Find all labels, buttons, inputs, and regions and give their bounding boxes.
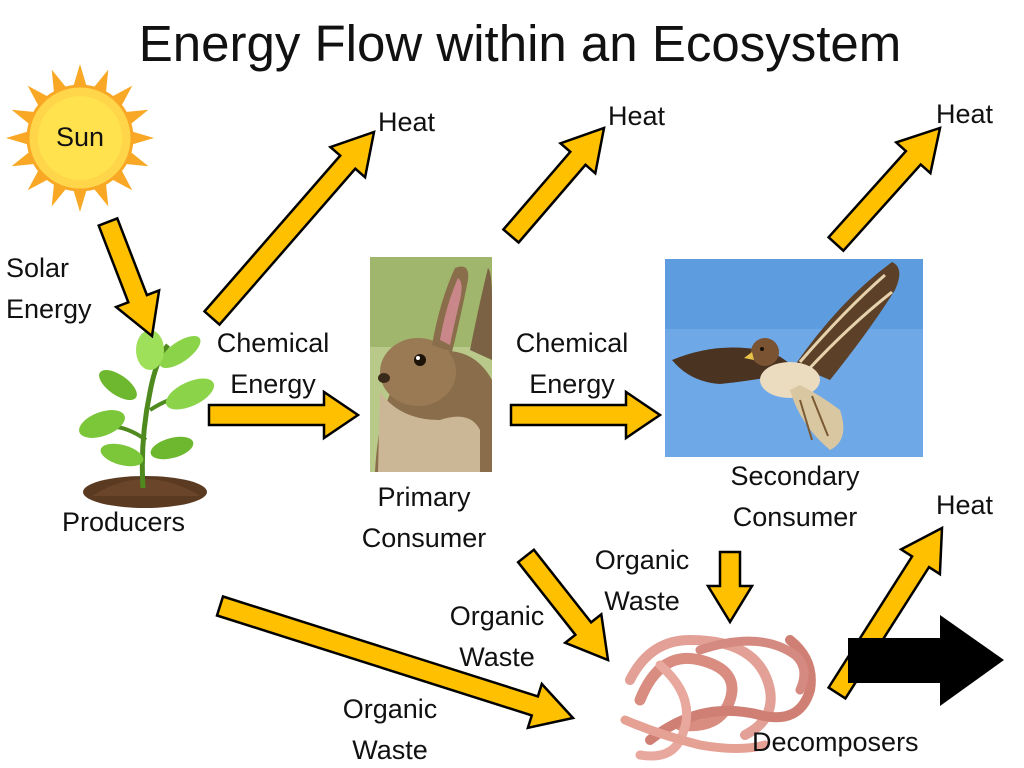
heat-label: Heat <box>608 101 666 131</box>
black-arrow <box>848 615 1004 706</box>
sun-ray <box>129 130 154 146</box>
worms-icon <box>620 634 816 761</box>
organic-waste-arrow <box>215 594 576 730</box>
primary-consumer-label: Primary Consumer <box>361 482 487 553</box>
producers-label: Producers <box>62 507 186 537</box>
chemical-energy-label: Chemical Energy <box>216 328 330 399</box>
organic-waste-arrow <box>705 550 755 625</box>
heat-label: Heat <box>936 99 994 129</box>
heat-arrow <box>202 130 376 327</box>
chemical-energy-label: Chemical Energy <box>515 328 629 399</box>
sun-label: Sun <box>55 122 105 152</box>
heat-arrow <box>826 126 942 253</box>
chemical-energy-arrow <box>207 389 361 441</box>
chemical-energy-arrow <box>509 389 663 441</box>
organic-waste-label: Organic Waste <box>594 545 690 616</box>
secondary-consumer-label: Secondary Consumer <box>730 461 860 532</box>
sun-ray <box>6 130 31 146</box>
decomposers-label: Decomposers <box>752 727 919 757</box>
hawk-icon <box>665 259 923 457</box>
heat-label: Heat <box>378 107 436 137</box>
sun-ray <box>72 64 88 89</box>
sun-ray <box>72 187 88 212</box>
heat-label: Heat <box>936 490 994 520</box>
page-title: Energy Flow within an Ecosystem <box>138 15 902 72</box>
sun-icon <box>6 64 154 212</box>
organic-waste-label: Organic Waste <box>342 694 438 765</box>
organic-waste-arrow <box>516 548 610 662</box>
plant-icon <box>79 330 215 508</box>
heat-arrow <box>501 126 606 245</box>
rabbit-icon <box>370 257 492 472</box>
solar-energy-arrow <box>97 216 161 339</box>
solar-energy-label: Solar Energy <box>6 253 92 324</box>
organic-waste-label: Organic Waste <box>449 601 545 672</box>
